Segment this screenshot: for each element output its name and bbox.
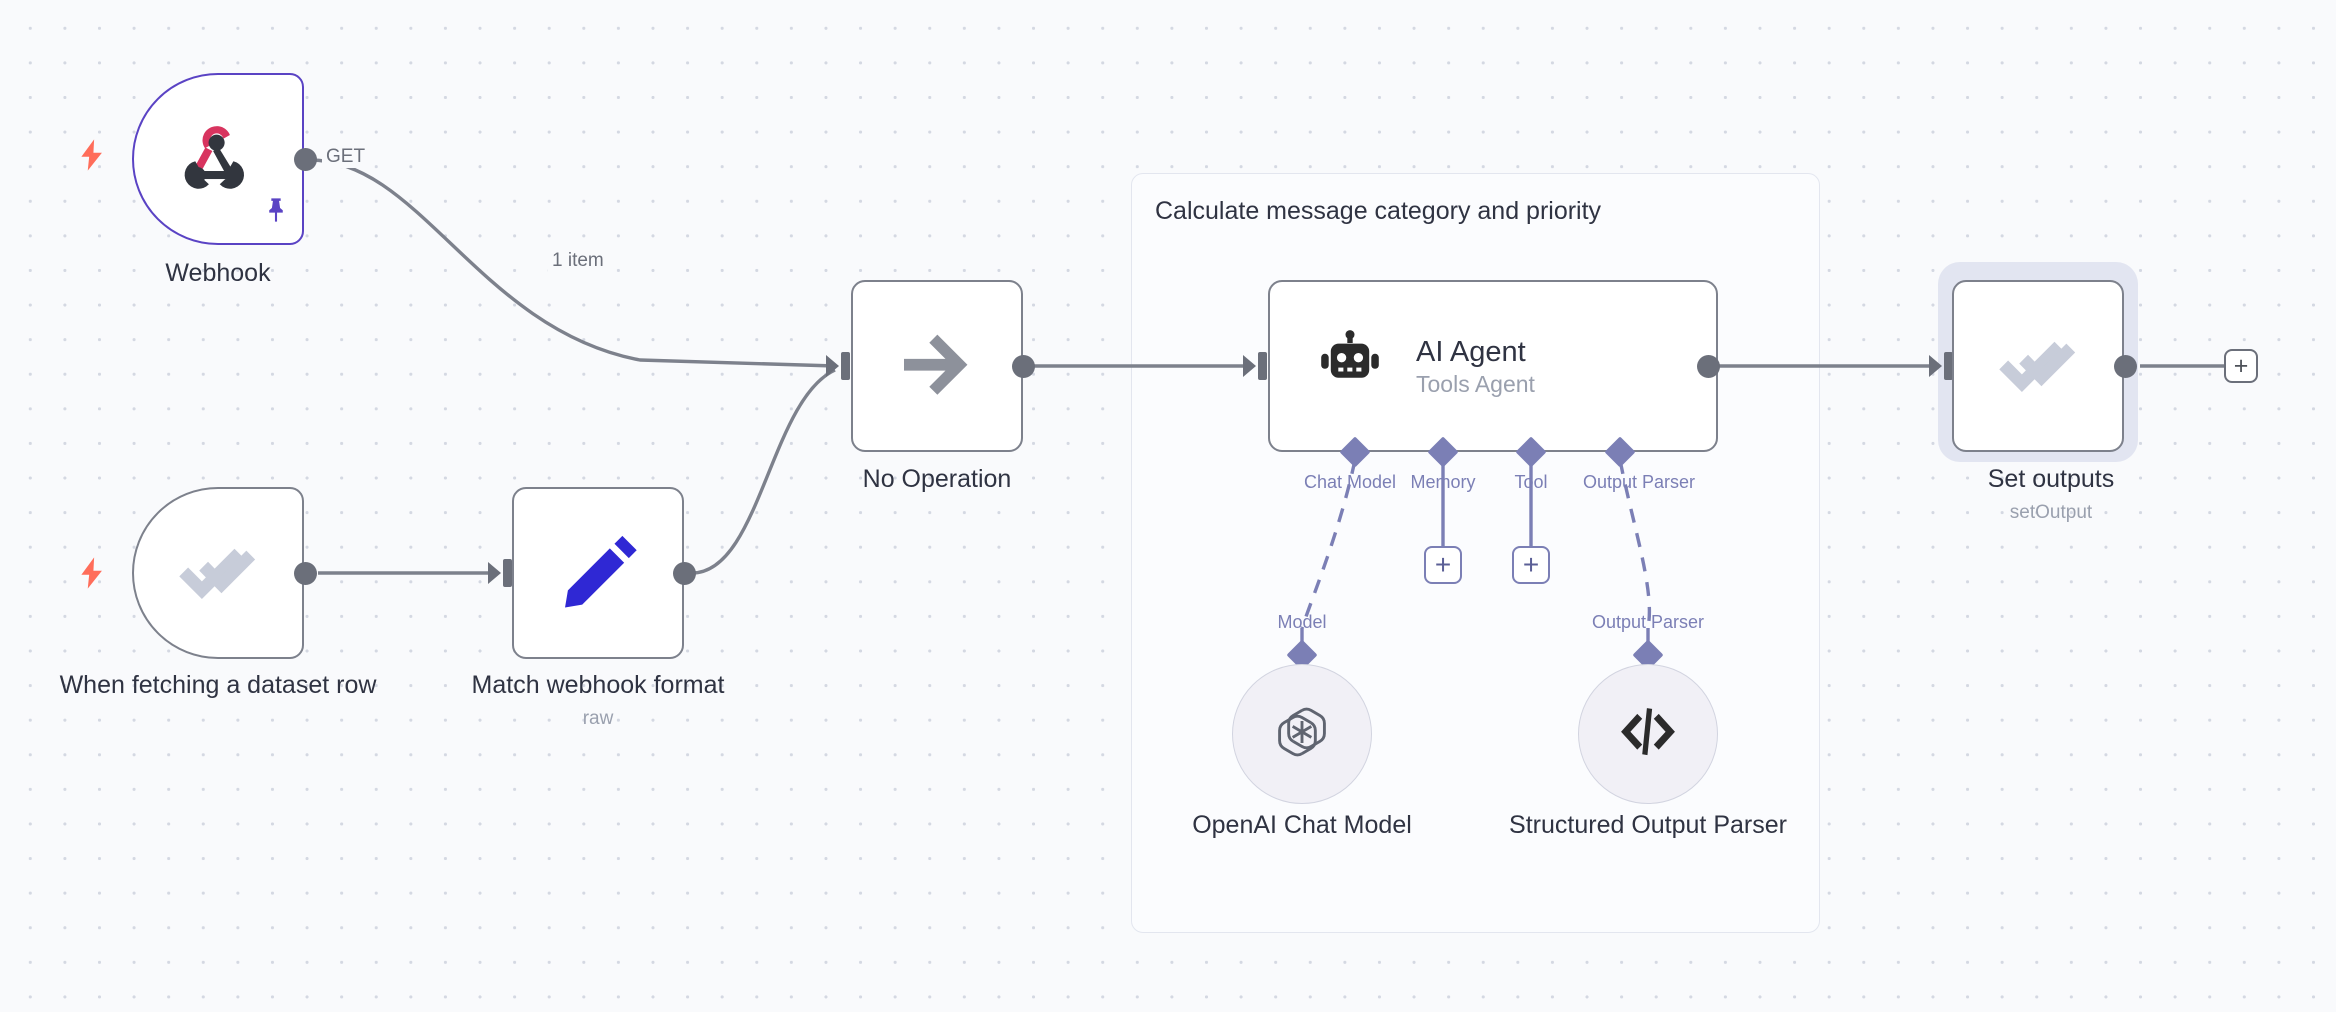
node-label-when-fetching-dataset-row: When fetching a dataset row [59, 671, 377, 699]
node-label-no-operation: No Operation [862, 465, 1012, 493]
node-set-outputs[interactable] [1952, 280, 2124, 452]
node-webhook[interactable] [132, 73, 304, 245]
double-check-icon-set-outputs [1992, 318, 2084, 415]
node-sublabel-ai-agent: Tools Agent [1416, 370, 1535, 397]
node-label-structured-output-parser: Structured Output Parser [1509, 811, 1787, 839]
input-arrow-ai-agent [1243, 355, 1256, 377]
add-tool-button[interactable]: + [1512, 546, 1550, 584]
input-port-match-webhook-format[interactable] [503, 559, 512, 587]
add-node-button[interactable]: + [2224, 349, 2258, 383]
node-label-webhook: Webhook [165, 259, 271, 287]
arrow-right-icon [893, 320, 981, 413]
trigger-bolt-icon-webhook [75, 135, 109, 175]
node-sublabel-match-webhook-format: raw [582, 708, 614, 729]
node-match-webhook-format[interactable] [512, 487, 684, 659]
input-arrow-match-webhook-format [488, 562, 501, 584]
double-check-icon [172, 525, 264, 622]
add-memory-button[interactable]: + [1424, 546, 1462, 584]
node-label-ai-agent: AI Agent [1416, 335, 1526, 368]
openai-icon [1269, 699, 1335, 770]
pin-icon-webhook[interactable] [262, 195, 290, 225]
output-port-no-operation[interactable] [1012, 355, 1035, 378]
output-port-ai-agent[interactable] [1697, 355, 1720, 378]
node-sublabel-set-outputs: setOutput [2009, 502, 2093, 523]
robot-icon [1314, 328, 1386, 405]
input-arrow-no-operation [826, 355, 839, 377]
output-port-dataset-row[interactable] [294, 562, 317, 585]
node-when-fetching-dataset-row[interactable] [132, 487, 304, 659]
webhook-icon [176, 115, 260, 204]
input-port-set-outputs[interactable] [1944, 352, 1953, 380]
edge-label-1-item: 1 item [548, 250, 608, 272]
port-label-memory: Memory [1410, 472, 1476, 492]
sticky-note-title: Calculate message category and priority [1155, 197, 1602, 225]
node-label-openai-chat-model: OpenAI Chat Model [1192, 811, 1412, 839]
input-arrow-set-outputs [1929, 355, 1942, 377]
trigger-bolt-icon-dataset [75, 553, 109, 593]
edge-label-get: GET [322, 146, 370, 168]
output-port-webhook[interactable] [294, 148, 317, 171]
output-port-set-outputs[interactable] [2114, 355, 2137, 378]
edge-match-to-noop [691, 368, 836, 575]
node-ai-agent[interactable]: AI Agent Tools Agent [1268, 280, 1718, 452]
node-openai-chat-model[interactable] [1232, 664, 1372, 804]
connector-label-model: Model [1277, 612, 1327, 632]
node-label-match-webhook-format: Match webhook format [471, 671, 725, 699]
pencil-icon [555, 528, 641, 619]
input-port-no-operation[interactable] [841, 352, 850, 380]
node-structured-output-parser[interactable] [1578, 664, 1718, 804]
output-port-match-webhook-format[interactable] [673, 562, 696, 585]
input-port-ai-agent[interactable] [1258, 352, 1267, 380]
port-label-output-parser: Output Parser [1582, 472, 1696, 492]
code-brackets-icon [1615, 699, 1681, 770]
node-label-set-outputs: Set outputs [1987, 465, 2115, 493]
port-label-tool: Tool [1514, 472, 1548, 492]
port-label-chat-model: Chat Model [1303, 472, 1397, 492]
connector-label-output-parser: Output Parser [1591, 612, 1705, 632]
node-no-operation[interactable] [851, 280, 1023, 452]
